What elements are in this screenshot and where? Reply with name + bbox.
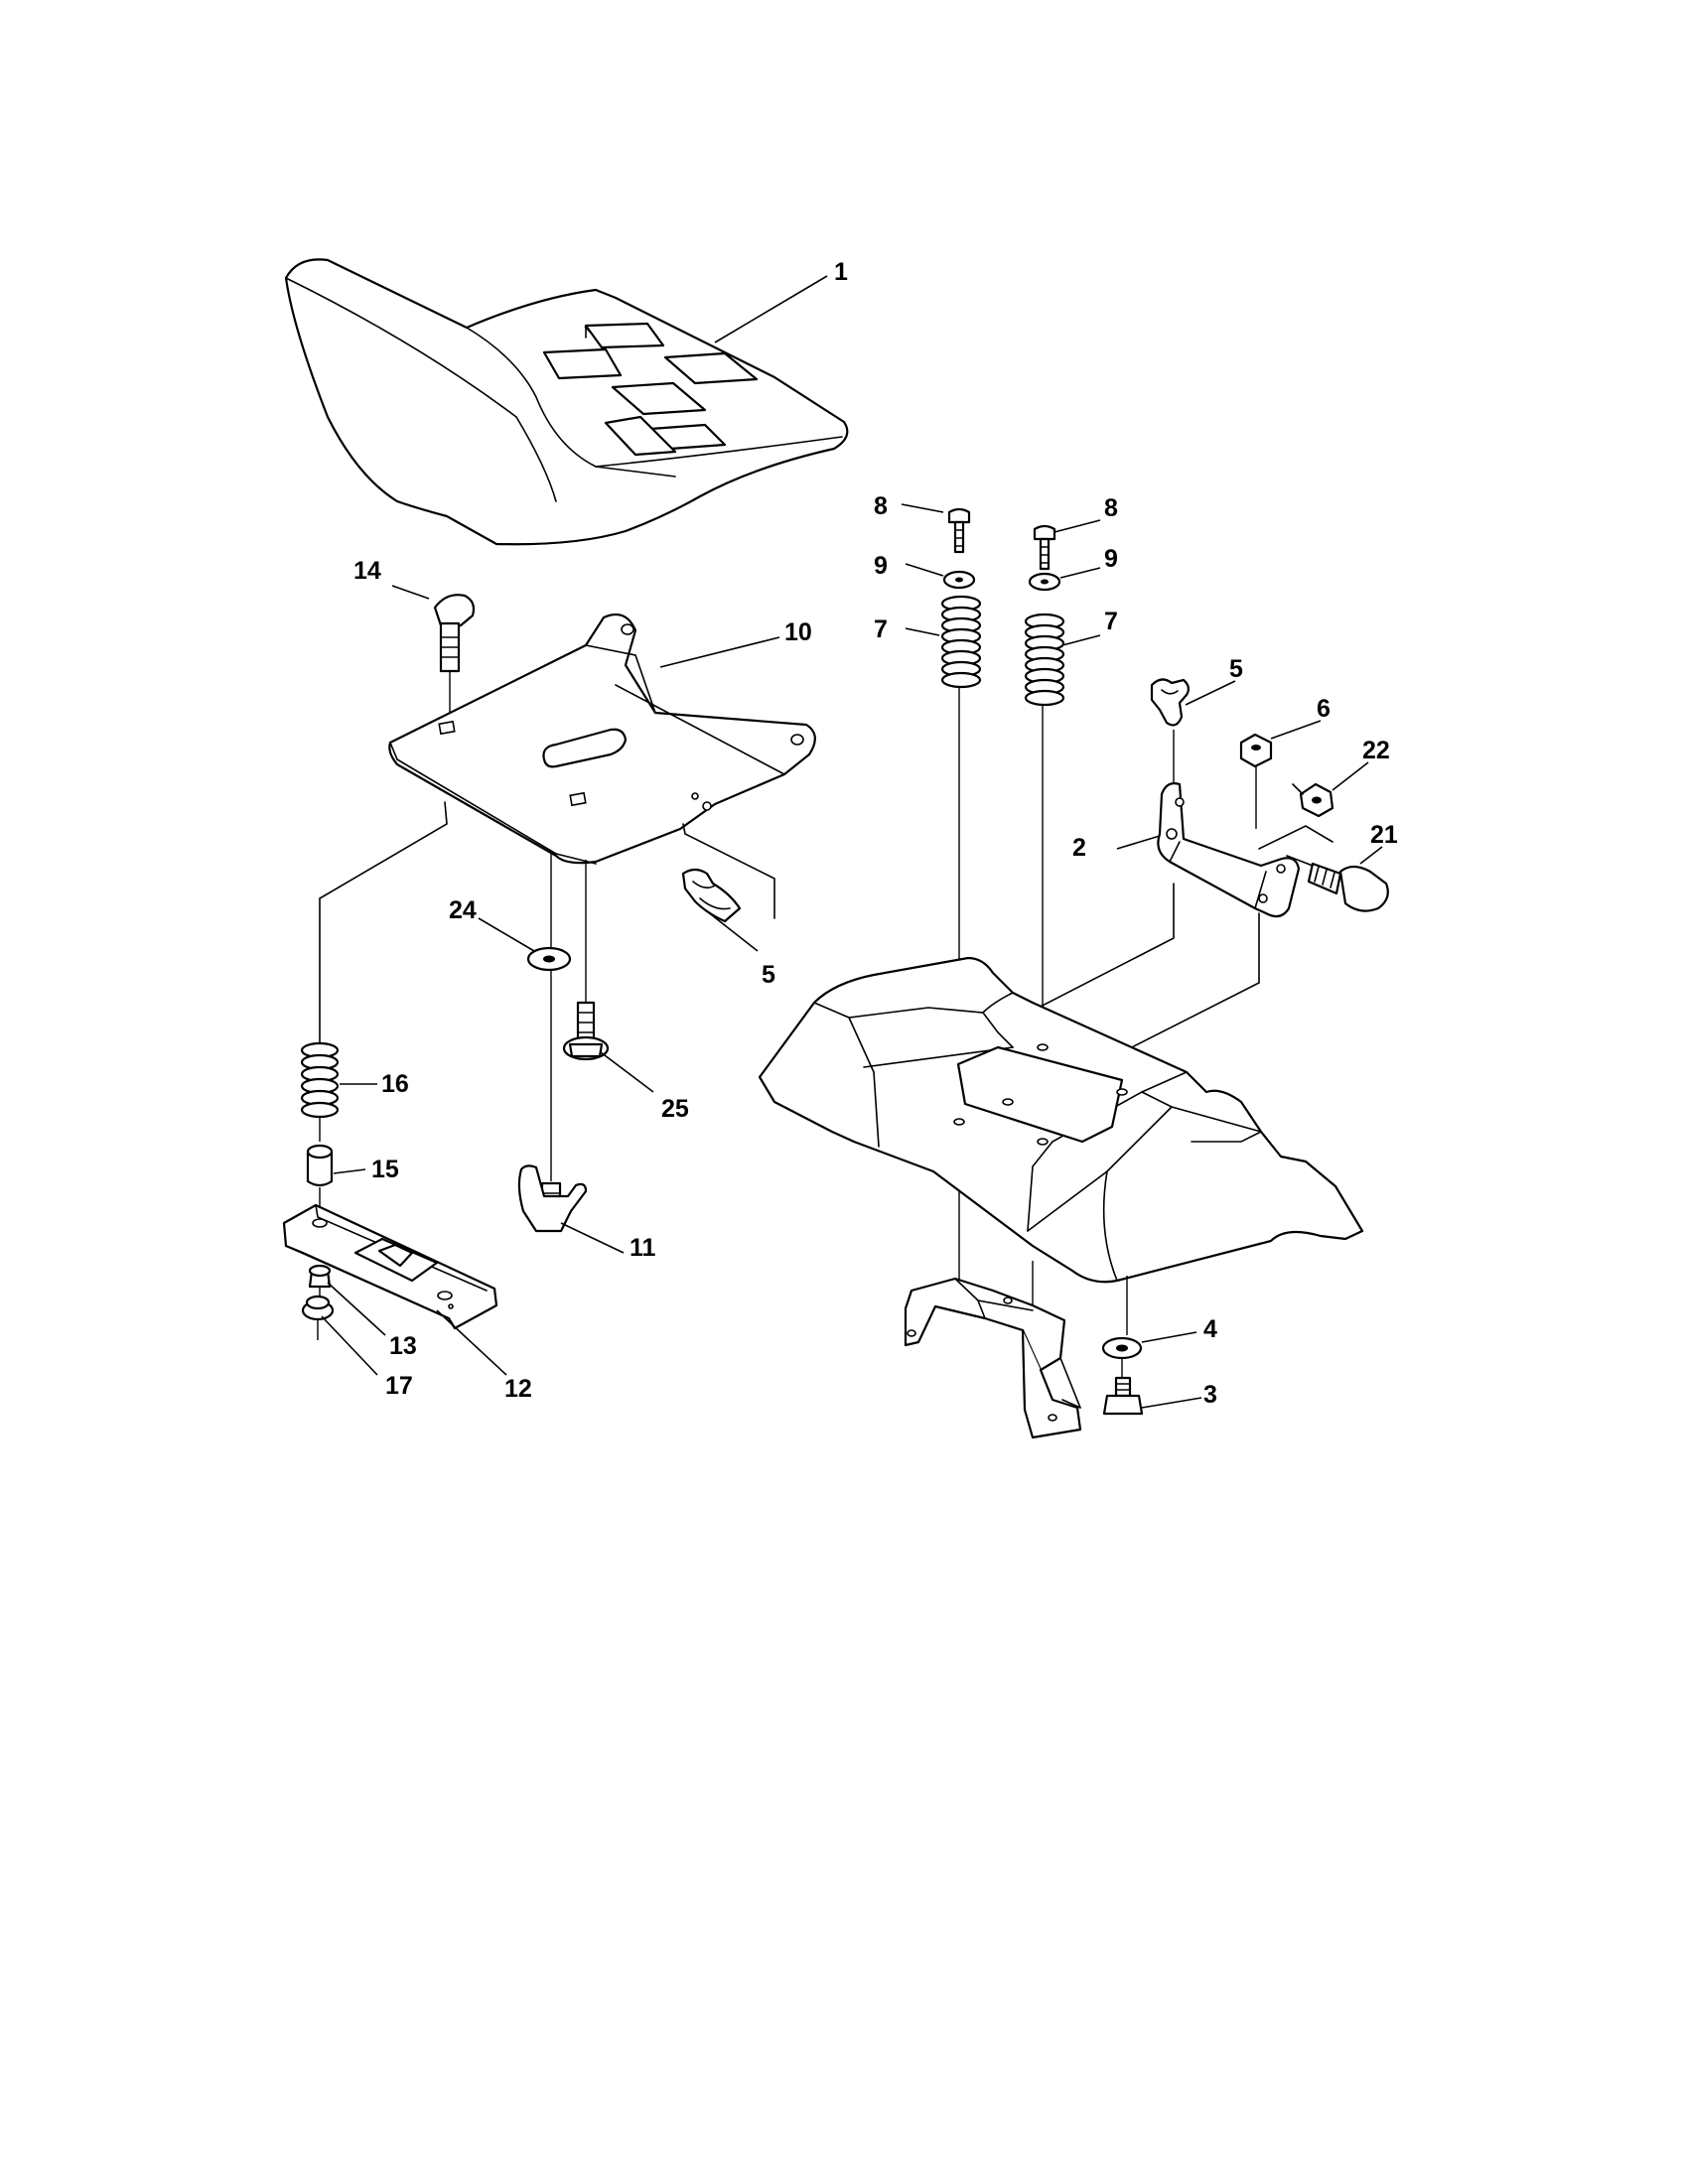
seat-pan-part bbox=[319, 613, 816, 1181]
callout-7-left: 7 bbox=[874, 615, 888, 643]
flange-nut-part bbox=[301, 1295, 378, 1376]
callout-24: 24 bbox=[449, 896, 477, 924]
fender-part bbox=[758, 956, 1364, 1284]
seat-bracket-part bbox=[1032, 782, 1333, 1063]
spacer-part bbox=[306, 1144, 366, 1211]
left-spring-stack bbox=[901, 503, 982, 1122]
spring-right-7 bbox=[1024, 613, 1065, 707]
callout-6: 6 bbox=[1317, 695, 1331, 723]
hex-nut-part bbox=[1239, 720, 1322, 829]
shoulder-bolt-part bbox=[562, 1001, 654, 1093]
callout-8-right: 8 bbox=[1104, 494, 1118, 522]
callout-2: 2 bbox=[1072, 834, 1086, 862]
lock-nut-part bbox=[308, 1264, 386, 1336]
slide-plate-part bbox=[282, 1203, 507, 1376]
callout-21: 21 bbox=[1370, 821, 1398, 849]
seat-pad-pattern bbox=[542, 322, 759, 457]
callout-16: 16 bbox=[381, 1070, 409, 1098]
callout-10: 10 bbox=[784, 618, 812, 646]
callout-5-left: 5 bbox=[762, 961, 775, 989]
callout-15: 15 bbox=[371, 1156, 399, 1183]
washer-part bbox=[478, 917, 572, 972]
callout-1: 1 bbox=[834, 258, 848, 286]
spring-left-7 bbox=[940, 595, 982, 689]
carriage-bolt-part bbox=[391, 585, 476, 730]
callout-13: 13 bbox=[389, 1332, 417, 1360]
washer-4-part bbox=[1101, 1276, 1197, 1360]
callout-17: 17 bbox=[385, 1372, 413, 1400]
callout-7-right: 7 bbox=[1104, 608, 1118, 635]
callout-3: 3 bbox=[1203, 1381, 1217, 1409]
callout-14: 14 bbox=[353, 557, 381, 585]
knob-part bbox=[517, 1164, 625, 1254]
nut-22-part bbox=[1292, 761, 1369, 818]
seat-clip-left-part bbox=[681, 868, 759, 952]
lower-mount-bracket-part bbox=[904, 1191, 1082, 1439]
shoulder-bolt-21-part bbox=[1286, 846, 1389, 912]
callout-12: 12 bbox=[504, 1375, 532, 1403]
callout-9-left: 9 bbox=[874, 552, 888, 580]
hex-bolt-part bbox=[1102, 1358, 1202, 1416]
callout-22: 22 bbox=[1362, 737, 1390, 764]
callout-labels: 1 14 10 5 24 25 16 15 11 13 17 12 8 9 7 … bbox=[353, 258, 1398, 1409]
callout-8-left: 8 bbox=[874, 492, 888, 520]
callout-5-right: 5 bbox=[1229, 655, 1243, 683]
callout-9-right: 9 bbox=[1104, 545, 1118, 573]
spring-part bbox=[300, 1041, 377, 1142]
seat-part bbox=[284, 258, 849, 546]
callout-11: 11 bbox=[630, 1234, 656, 1262]
callout-25: 25 bbox=[661, 1095, 689, 1123]
callout-4: 4 bbox=[1203, 1315, 1217, 1343]
